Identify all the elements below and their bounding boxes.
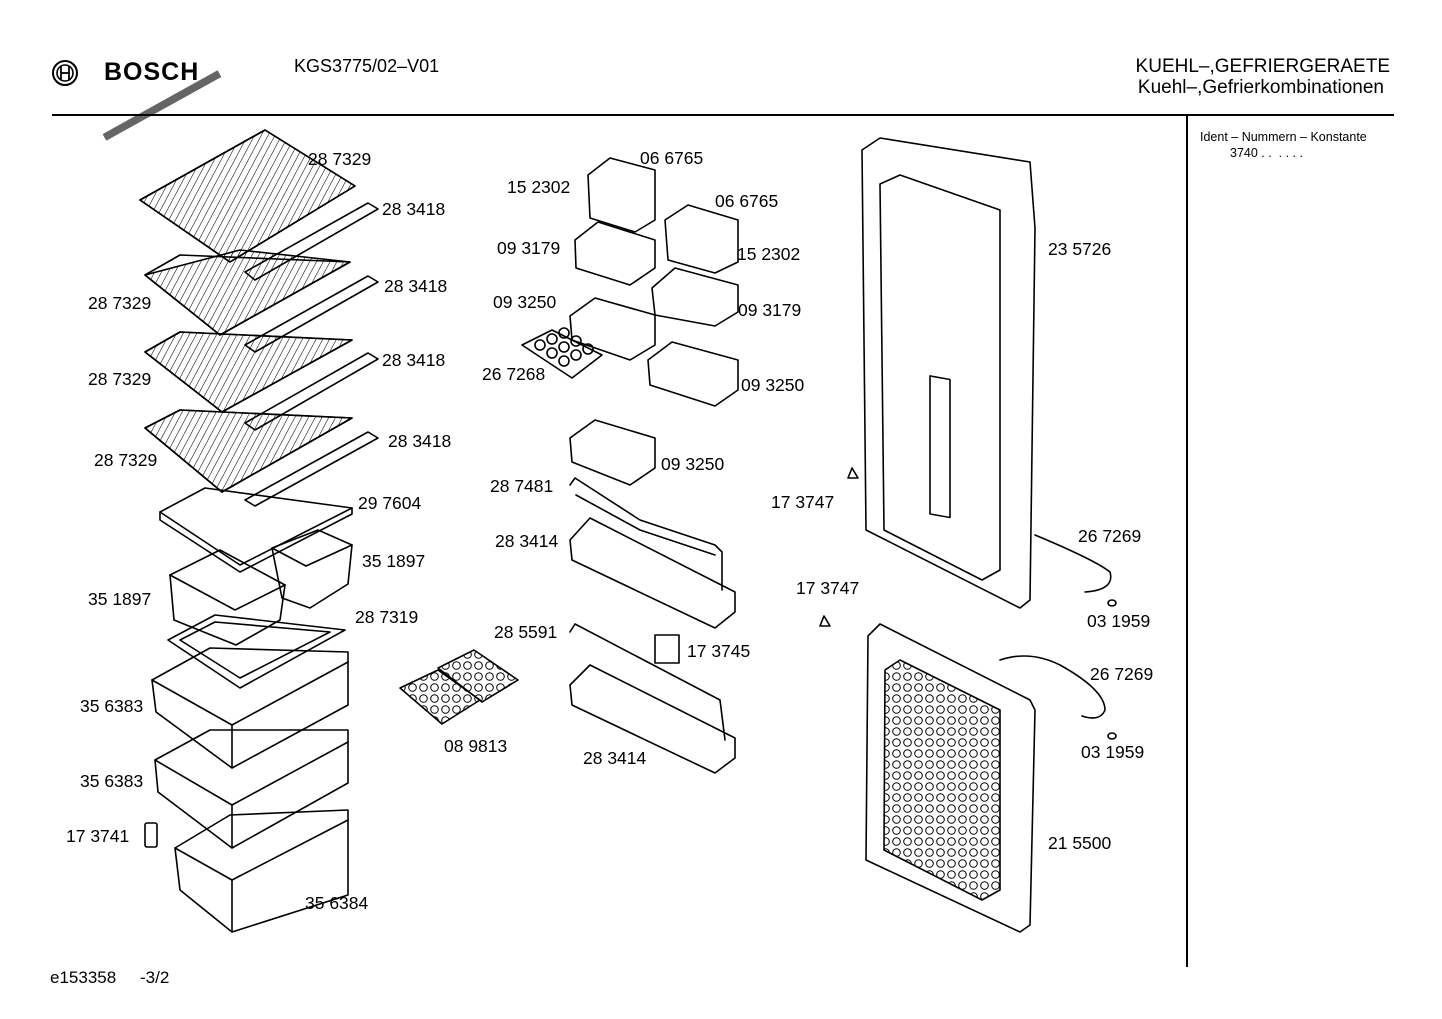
crisper-cover [159,487,353,573]
part-label: 03 1959 [1087,611,1150,631]
part-label: 28 3418 [384,276,447,296]
drawer-3 [174,809,349,933]
part-label: 09 3179 [497,238,560,258]
bosch-logo [50,58,80,93]
part-label: 35 1897 [362,551,425,571]
part-label: 28 3414 [583,748,647,768]
part-label: 17 3747 [796,578,859,598]
part-label: 08 9813 [444,736,507,756]
egg-tray [521,327,603,379]
wire-shelf-1 [102,70,356,263]
part-label: 15 2302 [737,244,800,264]
clip-part [144,822,158,848]
category-line-2: Kuehl–,Gefrierkombinationen [1137,77,1384,98]
part-label: 15 2302 [507,177,570,197]
part-label: 09 3250 [741,375,805,395]
part-label: 26 7269 [1078,526,1141,546]
header-divider [52,114,1394,116]
part-label: 17 3747 [771,492,834,512]
part-label: 28 3418 [382,350,445,370]
sidebar-value: 3740 . . . . . . [1230,146,1303,160]
drawer-1 [151,647,349,769]
part-label: 06 6765 [640,148,703,168]
part-label: 26 7269 [1090,664,1153,684]
part-label: 35 6383 [80,771,143,791]
drawer-frame [167,614,346,689]
drawer-2 [154,729,349,849]
part-label: 28 7319 [355,607,418,627]
document-id: e153358 [50,968,117,987]
part-label: 03 1959 [1081,742,1144,762]
long-door-bin-1 [569,517,736,629]
part-label: 09 3250 [661,454,725,474]
page-number: -3/2 [140,968,170,987]
part-label: 35 6383 [80,696,143,716]
model-number: KGS3775/02–V01 [294,56,440,76]
freezer-door [865,623,1036,933]
cap-1 [1107,599,1117,607]
part-label: 21 5500 [1048,833,1112,853]
door-handles [999,534,1112,719]
small-drawer-left [169,549,286,646]
sidebar-divider [1186,116,1188,967]
screw-2 [819,615,831,627]
fridge-door [861,137,1036,609]
part-label: 29 7604 [358,493,422,513]
part-label: 17 3741 [66,826,129,846]
part-label: 35 6384 [305,893,369,913]
part-label: 06 6765 [715,191,778,211]
part-label: 28 7329 [88,369,151,389]
door-shelf-rail-2 [569,623,726,741]
wire-shelf-3 [144,331,353,413]
part-label: 28 3418 [388,431,451,451]
long-door-bin-2 [569,664,736,774]
screw-1 [847,467,859,479]
sidebar-heading: Ident – Nummern – Konstante [1200,130,1367,144]
part-label: 28 7329 [94,450,157,470]
part-label: 35 1897 [88,589,151,609]
part-label: 28 7481 [490,476,553,496]
door-shelf-covers [587,157,739,274]
cap-2 [1107,732,1117,740]
shelf-trim-strip-4 [244,431,379,507]
part-label: 28 5591 [494,622,557,642]
small-door-bins [569,221,739,486]
part-label: 17 3745 [687,641,750,661]
part-label: 26 7268 [482,364,545,384]
ice-trays [399,649,519,725]
part-label: 28 3414 [495,531,559,551]
part-label: 23 5726 [1048,239,1111,259]
wire-shelf-4 [144,409,353,493]
wire-shelf-2 [144,249,351,336]
part-label: 09 3250 [493,292,557,312]
category-line-1: KUEHL–,GEFRIERGERAETE [1135,56,1390,77]
brand-name: BOSCH [104,58,200,86]
part-label: 28 3418 [382,199,445,219]
part-label: 28 7329 [308,149,371,169]
bosch-armature-icon [52,60,78,86]
part-label: 09 3179 [738,300,801,320]
door-shelf-rail-1 [569,477,723,591]
hinge-cover [654,634,680,664]
part-label: 28 7329 [88,293,151,313]
